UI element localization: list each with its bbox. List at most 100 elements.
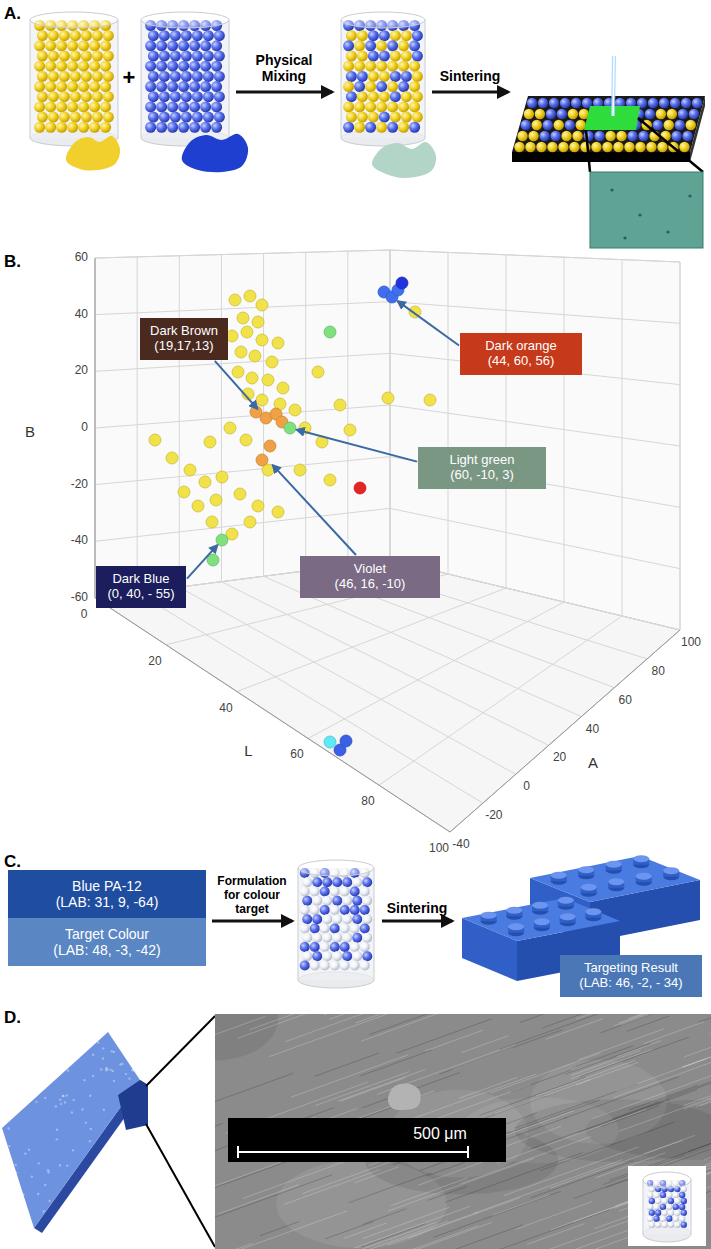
sample-texture [44,1184,46,1186]
powder-sphere [100,122,111,133]
powder-sphere [401,51,412,62]
powder-sphere [655,1198,661,1204]
powder-sphere [34,101,45,112]
plate-sphere [664,120,674,130]
tick-label: 40 [75,308,88,322]
leader-arrow [297,430,417,462]
scale-bar [238,1151,468,1153]
sem-streak [573,1200,635,1222]
plate-sphere [613,142,623,152]
sample-texture [8,1145,10,1147]
powder-sphere [360,905,370,915]
powder-sphere [211,122,222,133]
powder-sphere [343,40,354,51]
plate-sphere [539,131,549,141]
box-heading: Violet [306,562,434,577]
powder-sphere [350,887,360,897]
powder-sphere [167,122,178,133]
sem-streak [388,1158,534,1211]
sample-texture [38,1162,40,1164]
powder-sphere [181,51,192,62]
powder-sphere [350,961,360,971]
powder-sphere [379,112,390,123]
powder-sphere [354,40,365,51]
tick-label: 20 [75,364,88,378]
powder-sphere [343,122,354,133]
powder-sphere [192,112,203,123]
powder-sphere [666,1204,672,1210]
sample-texture [103,1109,105,1111]
powder-sphere [320,887,330,897]
data-point [256,454,268,466]
powder-sphere [362,877,372,887]
data-point [334,399,346,411]
data-point [256,299,268,311]
data-point [256,334,268,346]
callout-box: Dark orange(44, 60, 56) [460,333,582,375]
powder-sphere [214,91,225,102]
powder-sphere [34,122,45,133]
plate-sphere [550,131,560,141]
brick-stud-top [608,878,624,885]
data-point [199,476,211,488]
sem-streak [704,1143,711,1165]
sem-streak [593,1070,711,1119]
callout-box: Dark Blue(0, 40, - 55) [96,566,186,608]
sample-texture [97,1041,99,1043]
powder-sphere [312,896,322,906]
blue-powder-pile [182,134,248,172]
plate-sphere [543,120,553,130]
sem-streak [579,1029,665,1060]
brick-stud-top [551,872,567,879]
mixed-powder-cylinder [341,12,425,146]
sem-streak [363,1207,450,1238]
sample-texture [37,1193,39,1195]
plate-sphere [591,142,601,152]
plate-sphere [692,98,702,108]
powder-sphere [357,71,368,82]
sem-streak [218,1185,300,1214]
step-label: Sintering [381,900,453,916]
powder-sphere [214,51,225,62]
process-arrow [212,920,292,923]
panel-letter: D. [4,1008,21,1028]
powder-sphere [649,1210,655,1216]
powder-sphere [70,71,81,82]
sem-streak [369,1014,460,1035]
plate-sphere [638,131,648,141]
powder-sphere [78,101,89,112]
sem-streak [530,1099,669,1149]
powder-sphere [189,81,200,92]
powder-sphere [653,1204,659,1210]
powder-sphere [340,942,350,952]
sample-texture [128,1077,130,1079]
data-point [166,452,178,464]
powder-sphere [156,40,167,51]
data-point [354,482,366,494]
sem-streak [612,1070,711,1119]
sem-streak [571,1050,641,1075]
powder-sphere [156,61,167,72]
powder-sphere [310,887,320,897]
sample-texture [71,1111,73,1113]
sample-texture [28,1149,30,1151]
powder-sphere [103,30,114,41]
powder-sphere [412,91,423,102]
data-point [237,312,249,324]
callout-box: Violet(46, 16, -10) [300,556,440,598]
powder-sphere [56,81,67,92]
data-point [244,516,256,528]
data-point [277,382,289,394]
powder-sphere [387,122,398,133]
powder-sphere [203,91,214,102]
tick-label: -20 [485,809,502,823]
powder-sphere [159,91,170,102]
powder-sphere [200,61,211,72]
powder-sphere [48,71,59,82]
powder-sphere [660,1192,666,1198]
powder-sphere [368,51,379,62]
powder-sphere [368,71,379,82]
powder-sphere [103,91,114,102]
mini-cylinder [643,1172,691,1242]
powder-sphere [92,30,103,41]
